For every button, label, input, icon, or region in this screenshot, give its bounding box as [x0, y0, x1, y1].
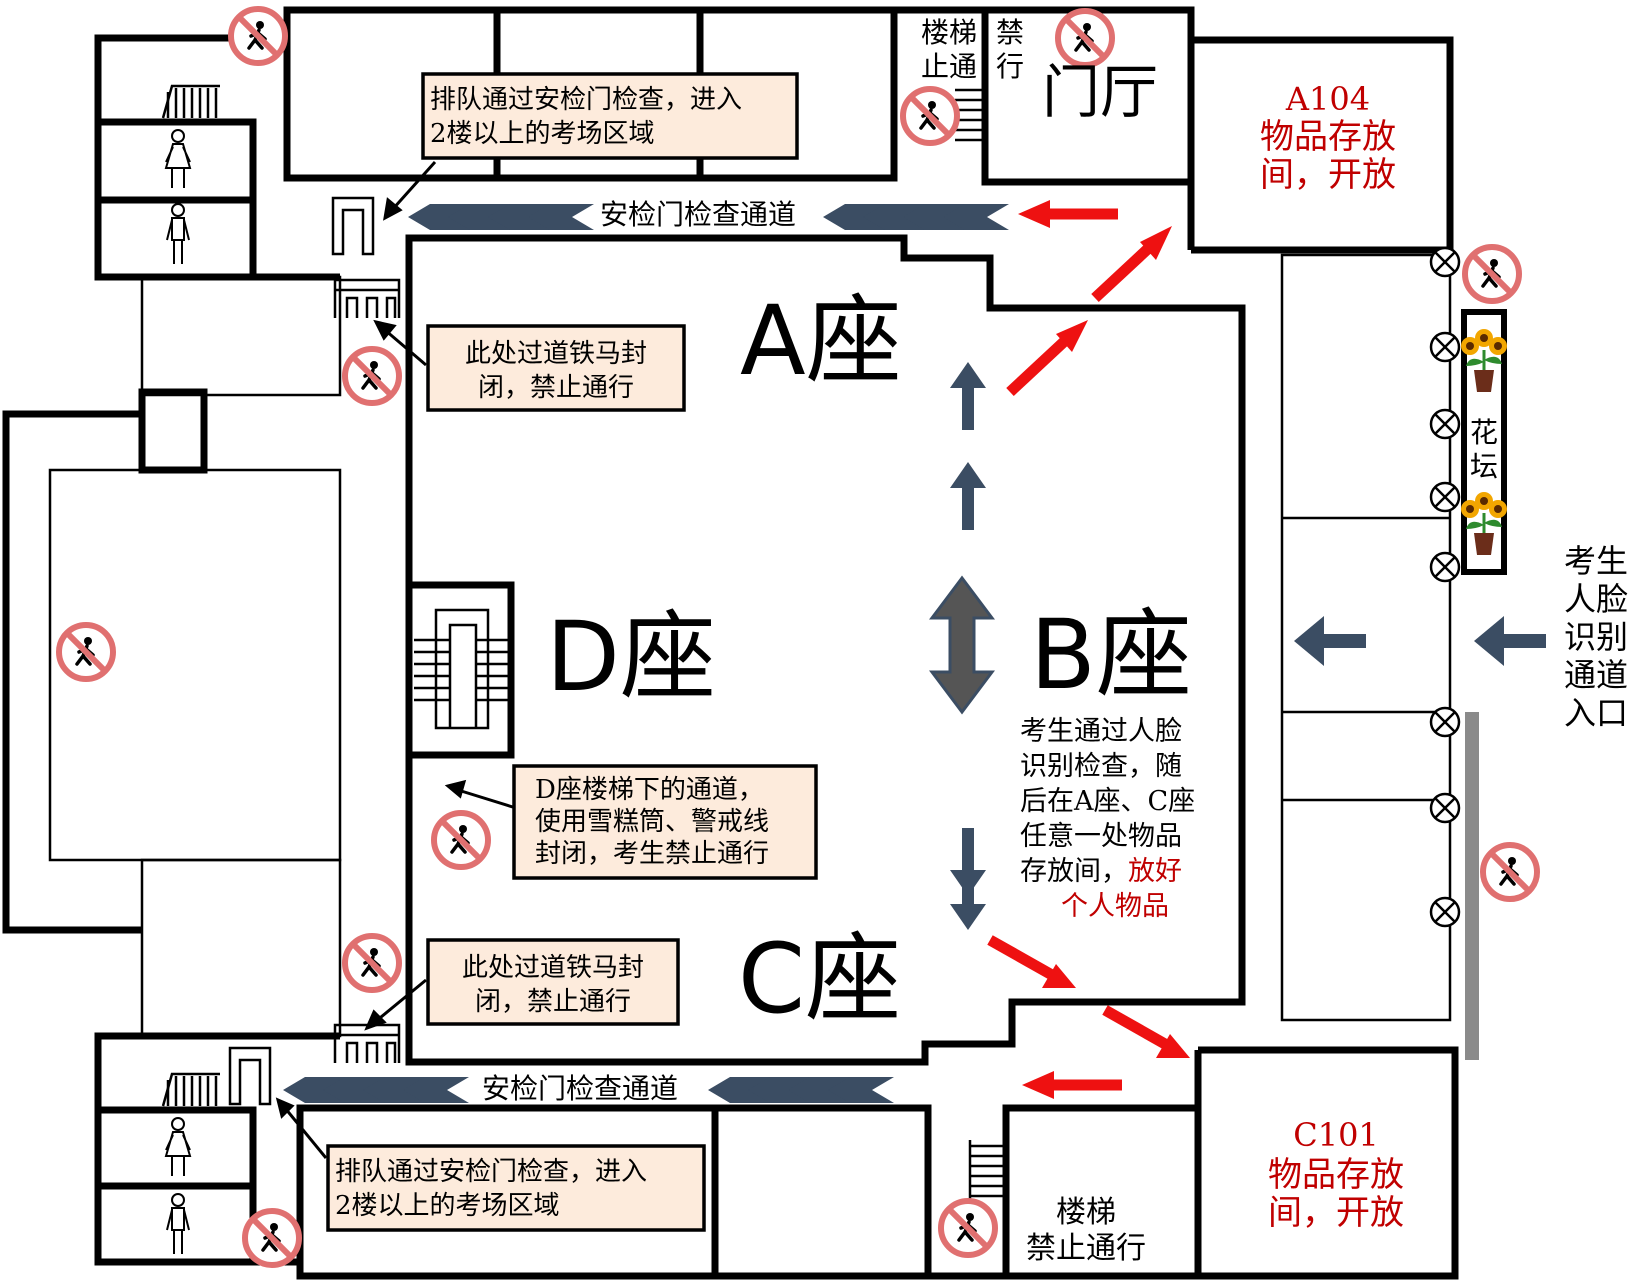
red-route-arrows	[987, 200, 1190, 1099]
building-c-label: C座	[738, 923, 901, 1035]
building-a-label: A座	[740, 285, 902, 397]
stairs-icon	[968, 1140, 1006, 1200]
svg-text:坛: 坛	[1470, 450, 1498, 483]
no-pedestrian-icon	[1465, 247, 1519, 301]
svg-text:花: 花	[1470, 416, 1498, 449]
svg-text:间，开放: 间，开放	[1260, 155, 1396, 195]
no-pedestrian-icon	[345, 936, 399, 990]
no-pass-vertical-1: 禁	[996, 16, 1024, 49]
storage-room-a104: A104 物品存放 间，开放	[1260, 80, 1396, 195]
restroom-male-icon	[166, 203, 190, 265]
svg-text:通道: 通道	[1564, 656, 1628, 694]
restroom-female-icon	[165, 129, 191, 189]
svg-text:排队通过安检门检查，进入: 排队通过安检门检查，进入	[335, 1157, 647, 1187]
no-pedestrian-icon	[1483, 845, 1537, 899]
no-pedestrian-icon	[434, 813, 488, 867]
svg-text:封闭，考生禁止通行: 封闭，考生禁止通行	[535, 839, 769, 869]
security-gate-icon	[331, 196, 375, 256]
direction-arrows	[929, 362, 1546, 930]
stairs-icon	[414, 608, 508, 730]
no-pass-vertical-2: 行	[996, 50, 1024, 83]
flower-bed-label: 花 坛	[1470, 416, 1498, 483]
svg-text:考生: 考生	[1564, 542, 1628, 580]
security-gate-icon	[228, 1046, 272, 1106]
no-pedestrian-icon	[59, 625, 113, 679]
svg-text:使用雪糕筒、警戒线: 使用雪糕筒、警戒线	[535, 807, 769, 837]
building-d-label: D座	[546, 601, 716, 713]
flower-pot-icon	[1459, 327, 1509, 394]
svg-text:2楼以上的考场区域: 2楼以上的考场区域	[335, 1191, 560, 1221]
security-channel-label-bottom: 安检门检查通道	[482, 1072, 678, 1105]
camera-cross-icons	[1429, 246, 1461, 928]
svg-text:考生通过人脸: 考生通过人脸	[1020, 716, 1182, 747]
building-b-label: B座	[1030, 599, 1192, 711]
svg-text:D座楼梯下的通道，: D座楼梯下的通道，	[535, 775, 764, 805]
svg-text:此处过道铁马封: 此处过道铁马封	[462, 953, 644, 983]
svg-text:个人物品: 个人物品	[1061, 891, 1169, 922]
instructions-text: 考生通过人脸 识别检查，随 后在A座、C座 任意一处物品 存放间，放好 个人物品	[1020, 716, 1195, 922]
note-closed-top: 此处过道铁马封 闭，禁止通行	[426, 324, 686, 412]
svg-text:楼梯: 楼梯	[1056, 1195, 1116, 1230]
note-d-stairs: D座楼梯下的通道， 使用雪糕筒、警戒线 封闭，考生禁止通行	[512, 764, 818, 880]
no-pedestrian-icon	[245, 1211, 299, 1265]
entrance-label: 考生 人脸 识别 通道 入口	[1564, 542, 1628, 732]
stairs-icon	[955, 86, 987, 144]
stairs-top-label: 楼梯	[921, 16, 977, 49]
svg-text:闭，禁止通行: 闭，禁止通行	[478, 373, 634, 403]
no-pedestrian-icon	[941, 1201, 995, 1255]
svg-text:识别: 识别	[1564, 618, 1628, 656]
svg-text:物品存放: 物品存放	[1260, 117, 1396, 157]
note-queue-top: 排队通过安检门检查，进入 2楼以上的考场区域	[421, 72, 799, 160]
svg-text:后在A座、C座: 后在A座、C座	[1020, 786, 1195, 817]
svg-text:C101: C101	[1293, 1116, 1379, 1154]
svg-text:此处过道铁马封: 此处过道铁马封	[465, 339, 647, 369]
security-channel-label-top: 安检门检查通道	[600, 198, 796, 231]
svg-text:闭，禁止通行: 闭，禁止通行	[475, 987, 631, 1017]
svg-text:排队通过安检门检查，进入: 排队通过安检门检查，进入	[430, 85, 742, 115]
stairs-bottom-label: 楼梯 禁止通行	[1026, 1195, 1146, 1266]
restroom-female-icon	[165, 1117, 191, 1177]
stairs-icon	[161, 84, 220, 119]
no-pedestrian-icon	[345, 349, 399, 403]
stairs-icon	[161, 1072, 220, 1107]
turnstile-icon	[333, 1023, 401, 1065]
no-pedestrian-icon	[231, 9, 285, 63]
svg-text:间，开放: 间，开放	[1268, 1193, 1404, 1233]
no-pedestrian-icon	[1058, 11, 1112, 65]
lobby-label: 门厅	[1042, 58, 1158, 126]
no-pedestrian-icon	[903, 89, 957, 143]
svg-text:2楼以上的考场区域: 2楼以上的考场区域	[430, 119, 655, 149]
svg-text:人脸: 人脸	[1564, 580, 1628, 618]
svg-text:入口: 入口	[1564, 694, 1628, 732]
svg-text:任意一处物品: 任意一处物品	[1020, 821, 1182, 852]
callout-pointers	[275, 160, 517, 1159]
note-queue-bottom: 排队通过安检门检查，进入 2楼以上的考场区域	[326, 1144, 706, 1232]
flower-pot-icon	[1459, 490, 1509, 557]
turnstile-icon	[333, 278, 401, 320]
note-closed-bottom: 此处过道铁马封 闭，禁止通行	[426, 938, 680, 1026]
storage-room-c101: C101 物品存放 间，开放	[1268, 1116, 1404, 1233]
svg-text:物品存放: 物品存放	[1268, 1155, 1404, 1195]
restroom-male-icon	[166, 1193, 190, 1255]
svg-text:A104: A104	[1285, 80, 1370, 118]
stairs-top-label-2: 止通	[921, 50, 977, 83]
walls	[2, 6, 1507, 1280]
svg-text:识别检查，随: 识别检查，随	[1020, 751, 1182, 782]
svg-text:存放间，放好: 存放间，放好	[1020, 856, 1182, 887]
svg-text:禁止通行: 禁止通行	[1026, 1231, 1146, 1266]
